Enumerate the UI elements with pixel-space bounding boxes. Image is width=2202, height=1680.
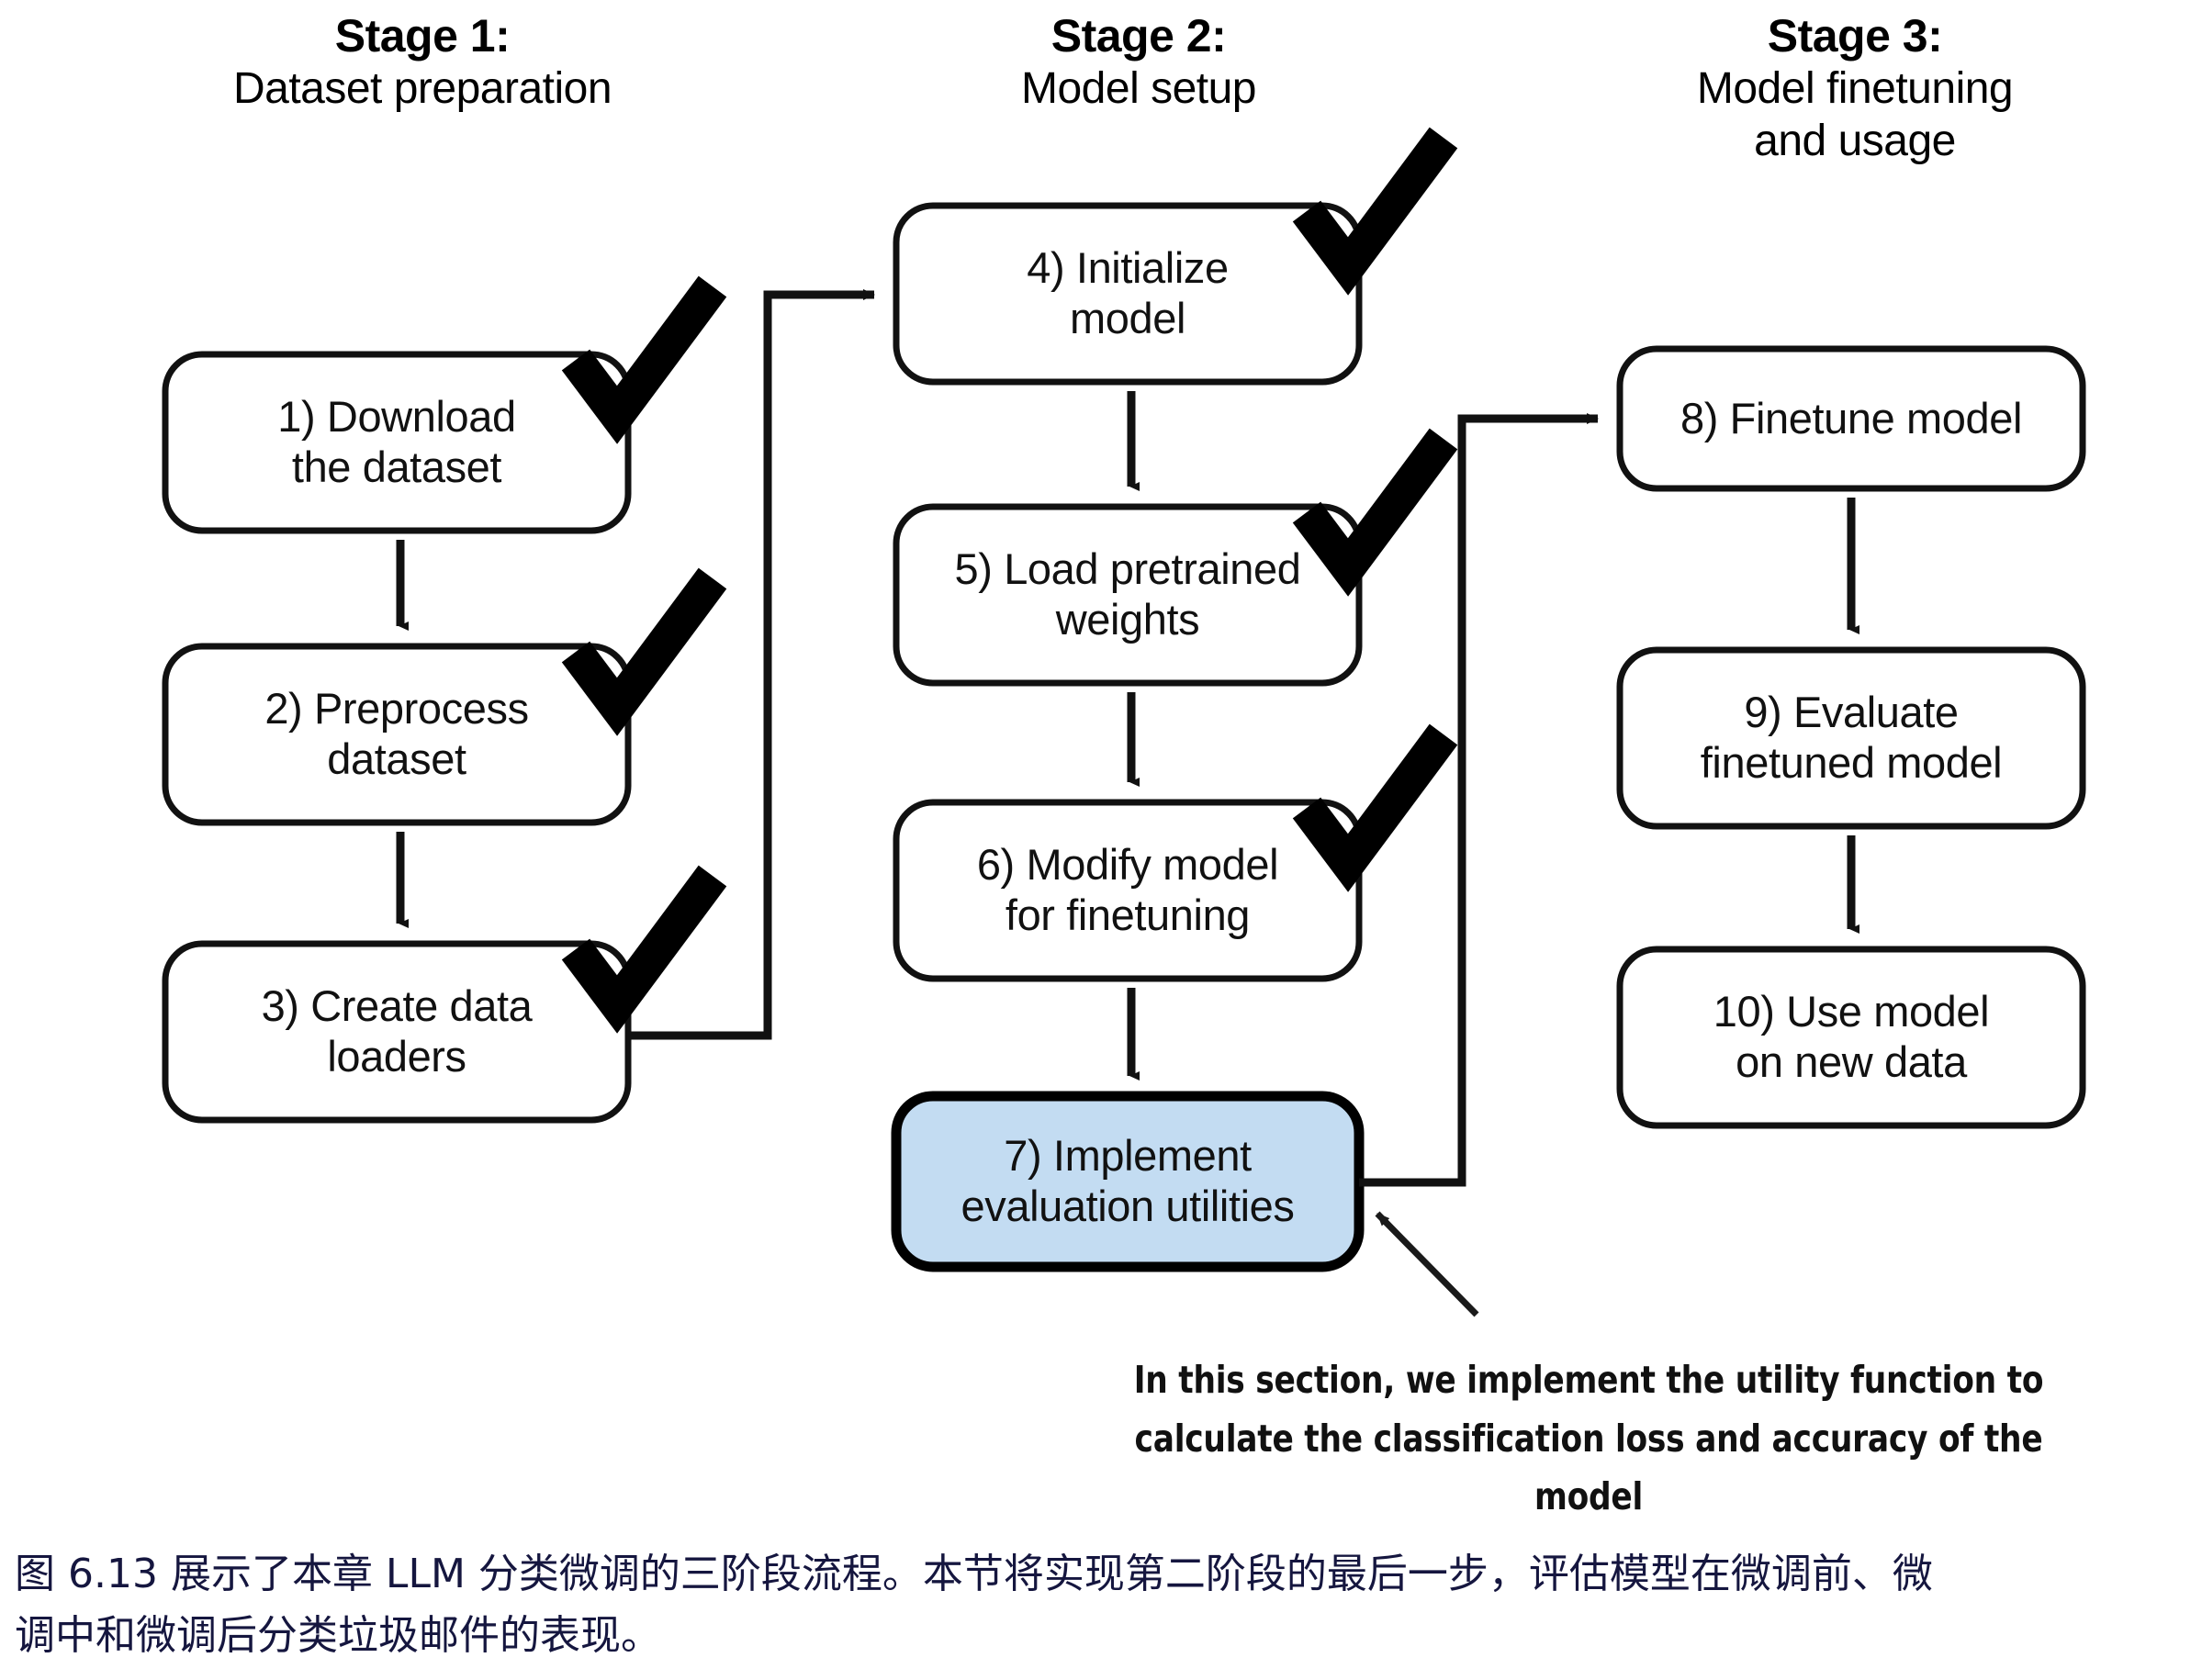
checkmark-icon-3 [561, 865, 727, 1034]
node-box-9[interactable] [1616, 646, 2086, 830]
stage-header-1: Stage 1: Dataset preparation [37, 9, 808, 116]
arrow-7-to-8 [1359, 413, 1599, 1187]
node-box-7[interactable] [891, 1091, 1365, 1272]
figure-caption: 图 6.13 展示了本章 LLM 分类微调的三阶段流程。本节将实现第二阶段的最后… [15, 1544, 2191, 1667]
annotation-line-1: In this section, we implement the utilit… [1133, 1358, 2044, 1402]
checkmark-icon-4 [1292, 127, 1458, 296]
checkmark-icon-2 [561, 567, 727, 736]
stage-3-title: Stage 3: [1767, 10, 1943, 62]
checkmark-icon-1 [561, 275, 727, 444]
stage-2-subtitle: Model setup [1021, 64, 1257, 113]
node-box-2[interactable] [162, 643, 632, 826]
stage-header-3: Stage 3: Model finetuning and usage [1515, 9, 2195, 167]
annotation-text: In this section, we implement the utilit… [1080, 1351, 2098, 1527]
node-box-5[interactable] [893, 503, 1363, 687]
node-box-3[interactable] [162, 940, 632, 1124]
stage-1-title: Stage 1: [334, 10, 511, 62]
annotation-pointer-arrow [1375, 1211, 1479, 1317]
node-box-10[interactable] [1616, 946, 2086, 1129]
stage-1-subtitle: Dataset preparation [232, 64, 612, 113]
node-box-4[interactable] [893, 202, 1363, 386]
stage-3-subtitle: Model finetuning and usage [1696, 64, 2014, 165]
node-box-8[interactable] [1616, 345, 2086, 492]
annotation-line-2: calculate the classification loss and ac… [1134, 1416, 2043, 1519]
node-box-6[interactable] [893, 799, 1363, 982]
node-box-1[interactable] [162, 351, 632, 534]
caption-line-2: 调中和微调后分类垃圾邮件的表现。 [15, 1611, 661, 1659]
checkmark-icon-5 [1292, 428, 1458, 597]
caption-line-1: 图 6.13 展示了本章 LLM 分类微调的三阶段流程。本节将实现第二阶段的最后… [15, 1551, 1933, 1597]
stage-2-title: Stage 2: [1050, 10, 1227, 62]
checkmark-icon-6 [1292, 723, 1458, 892]
arrow-3-to-4 [628, 289, 875, 1040]
stage-header-2: Stage 2: Model setup [790, 9, 1488, 116]
